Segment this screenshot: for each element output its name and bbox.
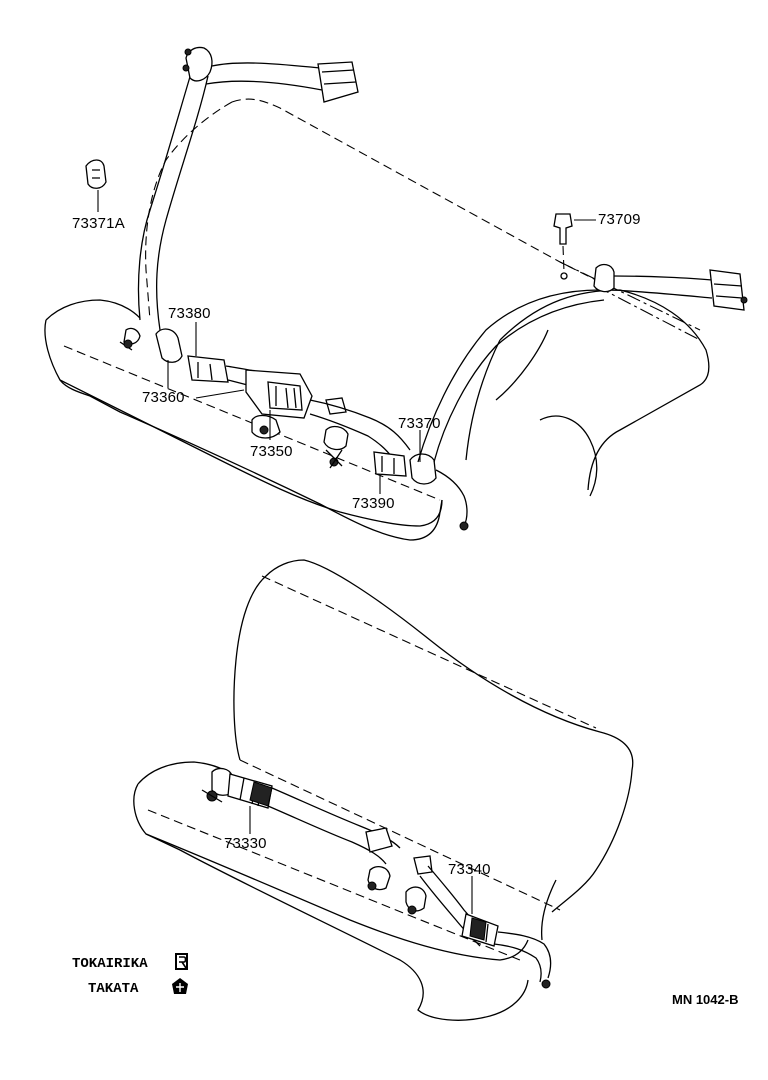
label-73370: 73370 — [398, 415, 441, 432]
bolt-73709-hole — [560, 272, 568, 280]
lower-right-tab — [413, 855, 433, 875]
right-retractor — [709, 269, 745, 311]
left-retractor-detail — [321, 69, 357, 85]
left-upper-bolt — [184, 48, 192, 56]
legend-takata: TAKATA — [88, 981, 139, 997]
lower-right-bolt — [407, 905, 417, 915]
upper-quarter-trim — [495, 289, 710, 497]
right-belt-to-retractor — [611, 275, 713, 299]
label-73371A: 73371A — [72, 215, 125, 232]
anchor-plate-73390-left — [323, 425, 349, 451]
upper-seat-cushion-front — [59, 379, 443, 527]
lower-seat-cushion-front — [145, 833, 529, 961]
label-73350: 73350 — [250, 443, 293, 460]
label-73380: 73380 — [168, 305, 211, 322]
takata-logo-icon — [172, 978, 188, 994]
left-lower-anchor-73360 — [155, 328, 183, 363]
left-floor-bolt — [123, 339, 133, 349]
label-73330: 73330 — [224, 835, 267, 852]
lower-bolt-bracket — [325, 449, 343, 469]
clip-73371A-detail — [92, 169, 100, 179]
buckle-73390-detail — [381, 456, 395, 474]
lower-seat-side — [540, 879, 557, 941]
left-upper-bolt-2 — [182, 64, 190, 72]
right-shoulder-belt — [417, 289, 605, 463]
buckle-73380-detail — [197, 362, 213, 381]
lower-center-tab — [365, 827, 393, 853]
upper-seat-cushion — [44, 319, 443, 541]
label-73360: 73360 — [142, 389, 185, 406]
label-73340: 73340 — [448, 861, 491, 878]
diagram-code: MN 1042-B — [672, 992, 738, 1007]
manufacturer-legend: TOKAIRIKA TAKATA — [72, 953, 188, 997]
lower-seat-cushion — [133, 783, 529, 1021]
buckle-73390 — [373, 451, 407, 477]
buckle-73340-detail — [485, 923, 489, 943]
right-retractor-detail — [713, 283, 743, 299]
anchor-tab — [325, 397, 347, 415]
lower-left-bolt-washer — [201, 789, 223, 803]
lower-seat-assembly — [133, 559, 634, 1021]
buckle-73340-latch — [469, 917, 487, 941]
right-upper-anchor — [593, 263, 615, 293]
upper-quarter-edge — [465, 339, 501, 461]
right-tail-bolt — [459, 521, 469, 531]
lower-right-anchor-bolt — [405, 886, 427, 912]
left-shoulder-belt — [137, 69, 209, 331]
leader-73360-b — [195, 389, 245, 399]
label-73390: 73390 — [352, 495, 395, 512]
lower-leaders — [249, 806, 473, 914]
right-lower-anchor-73370 — [409, 453, 437, 485]
upper-seatback-side — [559, 261, 701, 341]
lower-seatback-outline — [233, 559, 634, 913]
tokairika-logo-icon — [175, 953, 188, 970]
right-lower-anchor-tail — [435, 469, 468, 527]
label-73709: 73709 — [598, 211, 641, 228]
bolt-73709 — [553, 213, 573, 245]
bolt-73709-axis — [562, 245, 565, 273]
buckle-73380 — [187, 355, 229, 383]
center-buckle-73350-latch — [267, 381, 303, 411]
center-floor-bolt — [259, 425, 269, 435]
left-belt-to-retractor — [205, 62, 323, 91]
lower-seat-cushion-dash — [147, 809, 521, 961]
lower-center-bolt — [367, 881, 377, 891]
lower-right-tail — [493, 931, 552, 983]
lower-right-tail-bolt — [541, 979, 551, 989]
right-retractor-bolt — [740, 296, 748, 304]
upper-seat-cushion-top — [45, 299, 141, 321]
upper-leaders — [97, 190, 596, 494]
center-buckle-73350-lines — [275, 386, 297, 409]
lower-seatback-dash — [239, 575, 597, 911]
left-upper-anchor — [185, 46, 213, 82]
upper-seatback-outline — [145, 98, 597, 321]
legend-tokairika: TOKAIRIKA — [72, 956, 148, 972]
upper-seat-assembly — [44, 46, 748, 541]
clip-73371A — [85, 159, 107, 189]
